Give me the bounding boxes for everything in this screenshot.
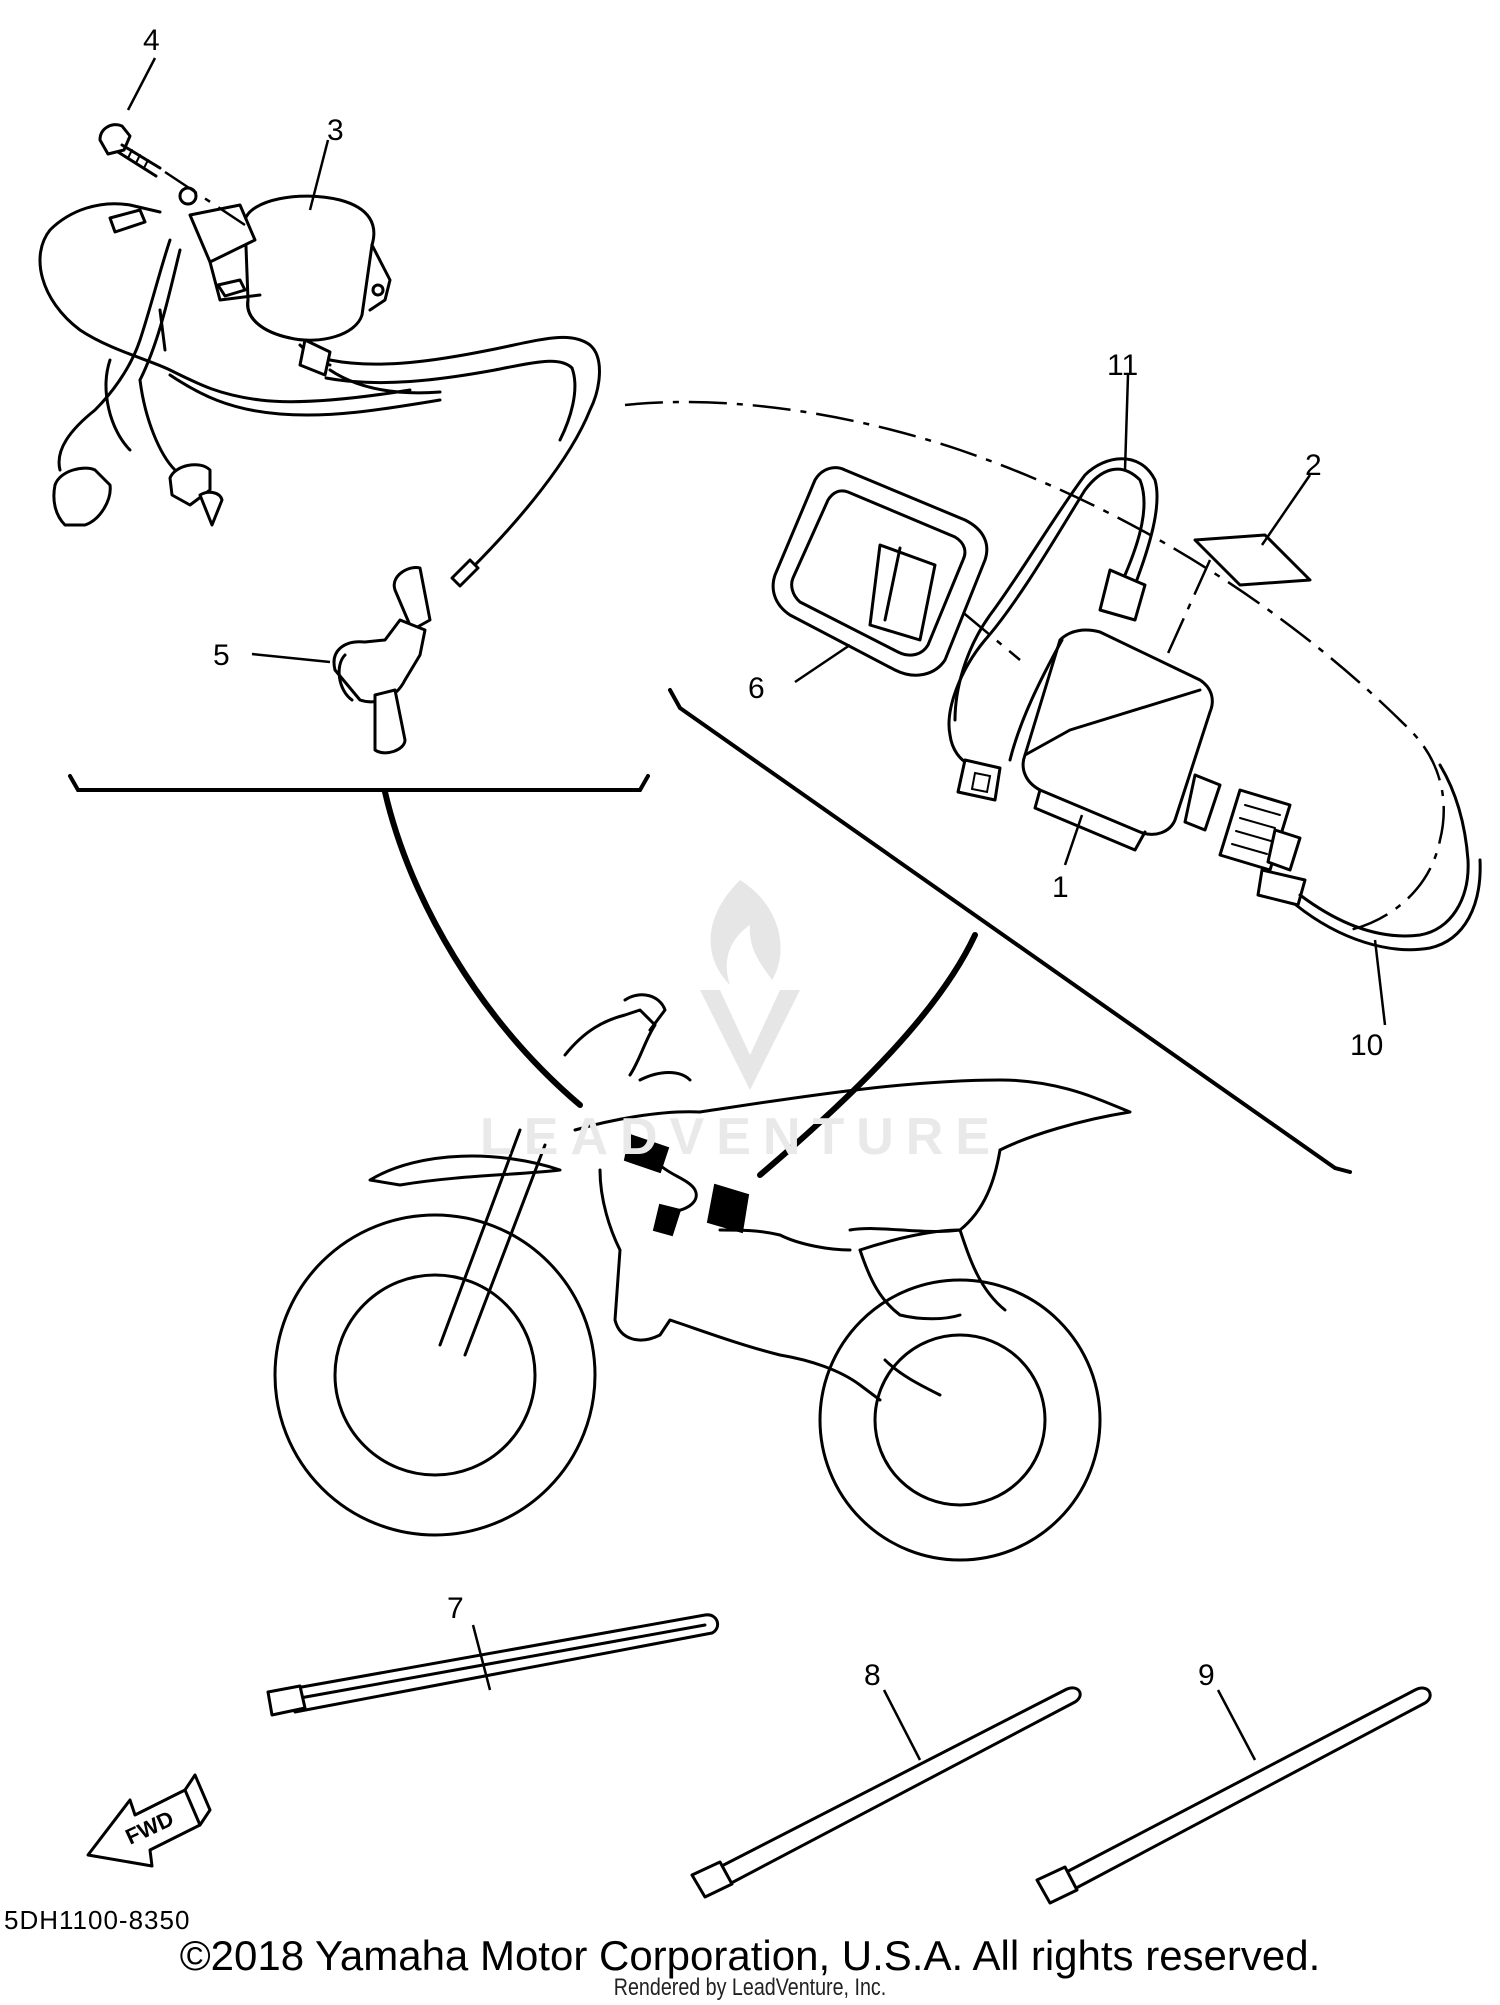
cable-tie-part-8	[690, 1686, 1082, 1899]
ground-lead-part-11	[947, 457, 1159, 802]
spark-plug-cap-part-5	[332, 565, 432, 755]
plate-part-2	[1193, 533, 1312, 587]
watermark-logo	[700, 880, 800, 1090]
cdi-holder-part-6	[771, 466, 989, 677]
fwd-arrow-icon: FWD	[86, 1773, 212, 1868]
callout-8: 8	[864, 1659, 881, 1692]
callout-2: 2	[1305, 449, 1322, 482]
callout-4: 4	[143, 24, 160, 57]
cdi-unit-part-1	[1008, 628, 1222, 852]
callout-5: 5	[213, 639, 230, 672]
callout-1: 1	[1052, 871, 1069, 904]
bracket-right	[668, 688, 1352, 1174]
cable-tie-part-7	[266, 1613, 720, 1717]
watermark-text: LEADVENTURE	[480, 1108, 1003, 1166]
callout-labels: 4 3 11 2 5 6 1 10 7 8 9	[143, 24, 1383, 1692]
callout-11: 11	[1107, 349, 1138, 382]
diagram-code: 5DH1100-8350	[4, 1905, 191, 1935]
bracket-left	[68, 774, 650, 792]
dash-bracket-to-cdi	[959, 609, 1021, 661]
copyright-notice: ©2018 Yamaha Motor Corporation, U.S.A. A…	[179, 1932, 1321, 1979]
rendered-by-note: Rendered by LeadVenture, Inc.	[613, 1974, 887, 2001]
cable-tie-part-9	[1035, 1686, 1432, 1905]
bolt-part-4	[98, 123, 246, 227]
leader-left-to-bike	[382, 789, 583, 1108]
cdi-wire-part-10	[1218, 763, 1482, 952]
callout-3: 3	[327, 114, 344, 147]
dash-cdi-to-plate	[1163, 559, 1212, 661]
ignition-coil-group	[38, 194, 601, 588]
callout-9: 9	[1198, 1659, 1215, 1692]
callout-6: 6	[748, 672, 765, 705]
leader-right-to-bike	[757, 932, 978, 1178]
motorcycle-silhouette	[273, 993, 1132, 1562]
callout-10: 10	[1350, 1029, 1383, 1062]
leader-lines	[126, 57, 1387, 1761]
dash-outline	[624, 400, 1445, 932]
callout-7: 7	[447, 1592, 464, 1625]
